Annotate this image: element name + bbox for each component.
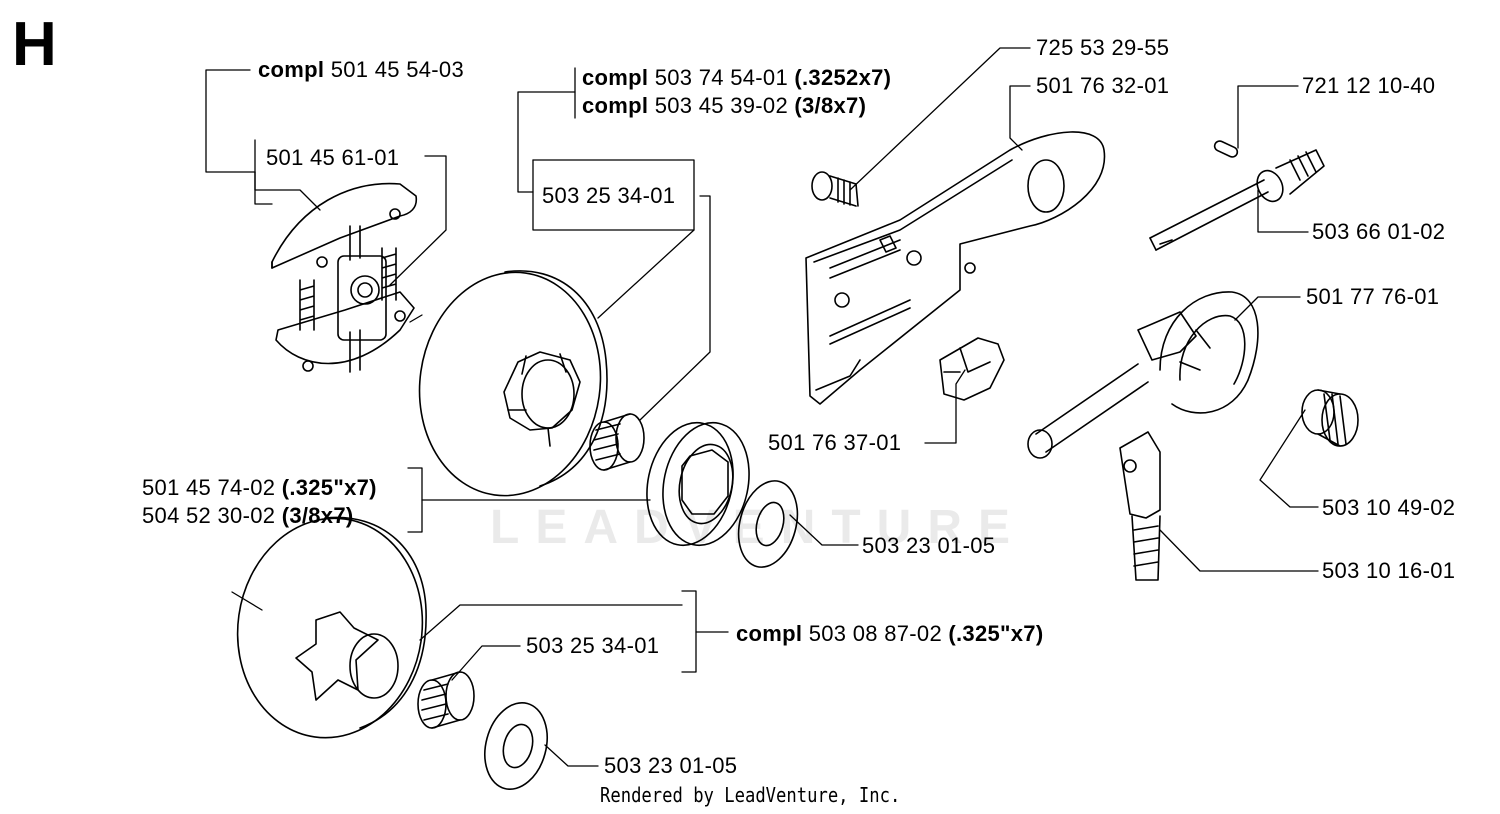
label-drum-compl-a[interactable]: compl 503 74 54-01 (.3252x7) <box>582 65 892 90</box>
pin <box>1213 140 1239 158</box>
washer-top <box>737 480 799 568</box>
label-pin[interactable]: 721 12 10-40 <box>1302 73 1436 98</box>
label-washer-bottom[interactable]: 503 23 01-05 <box>604 753 738 778</box>
rim-sprocket <box>646 421 750 547</box>
label-washer-top[interactable]: 503 23 01-05 <box>862 533 996 558</box>
oil-pickup <box>1119 431 1161 581</box>
label-spring[interactable]: 503 10 49-02 <box>1322 495 1456 520</box>
label-drum-compl-b[interactable]: compl 503 45 39-02 (3/8x7) <box>582 93 867 118</box>
label-cover-plate[interactable]: 501 76 32-01 <box>1036 73 1170 98</box>
label-clutch-compl[interactable]: compl 501 45 54-03 <box>258 57 464 82</box>
label-rim-b[interactable]: 504 52 30-02 (3/8x7) <box>142 503 354 528</box>
label-drum-compl-c[interactable]: compl 503 08 87-02 (.325"x7) <box>736 621 1044 646</box>
needle-bearing-top <box>589 413 645 471</box>
label-clutch-shoe[interactable]: 501 45 61-01 <box>266 145 400 170</box>
watermark: LEADVENTURE <box>490 501 1027 554</box>
label-oil-shaft[interactable]: 503 66 01-02 <box>1312 219 1446 244</box>
label-pump-gear[interactable]: 501 77 76-01 <box>1306 284 1440 309</box>
section-letter: H <box>12 10 57 79</box>
clutch-assembly <box>271 182 418 373</box>
label-guide-block[interactable]: 501 76 37-01 <box>768 430 902 455</box>
label-rim-a[interactable]: 501 45 74-02 (.325"x7) <box>142 475 377 500</box>
clutch-drum-bottom <box>236 516 427 739</box>
label-bearing-bottom[interactable]: 503 25 34-01 <box>526 633 660 658</box>
label-screw[interactable]: 725 53 29-55 <box>1036 35 1170 60</box>
label-oil-pickup[interactable]: 503 10 16-01 <box>1322 558 1456 583</box>
pump-gear <box>1027 291 1259 459</box>
spring <box>1301 389 1359 447</box>
guide-block <box>939 337 1005 401</box>
needle-bearing-bottom <box>417 671 475 729</box>
clutch-drum-top <box>418 270 608 497</box>
label-bearing-top[interactable]: 503 25 34-01 <box>542 183 676 208</box>
oil-pump-shaft <box>1149 149 1325 251</box>
screw <box>811 171 859 207</box>
footer-credit: Rendered by LeadVenture, Inc. <box>600 783 901 807</box>
leader-lines <box>205 47 1319 767</box>
cover-plate <box>805 131 1106 405</box>
washer-bottom <box>484 701 548 791</box>
